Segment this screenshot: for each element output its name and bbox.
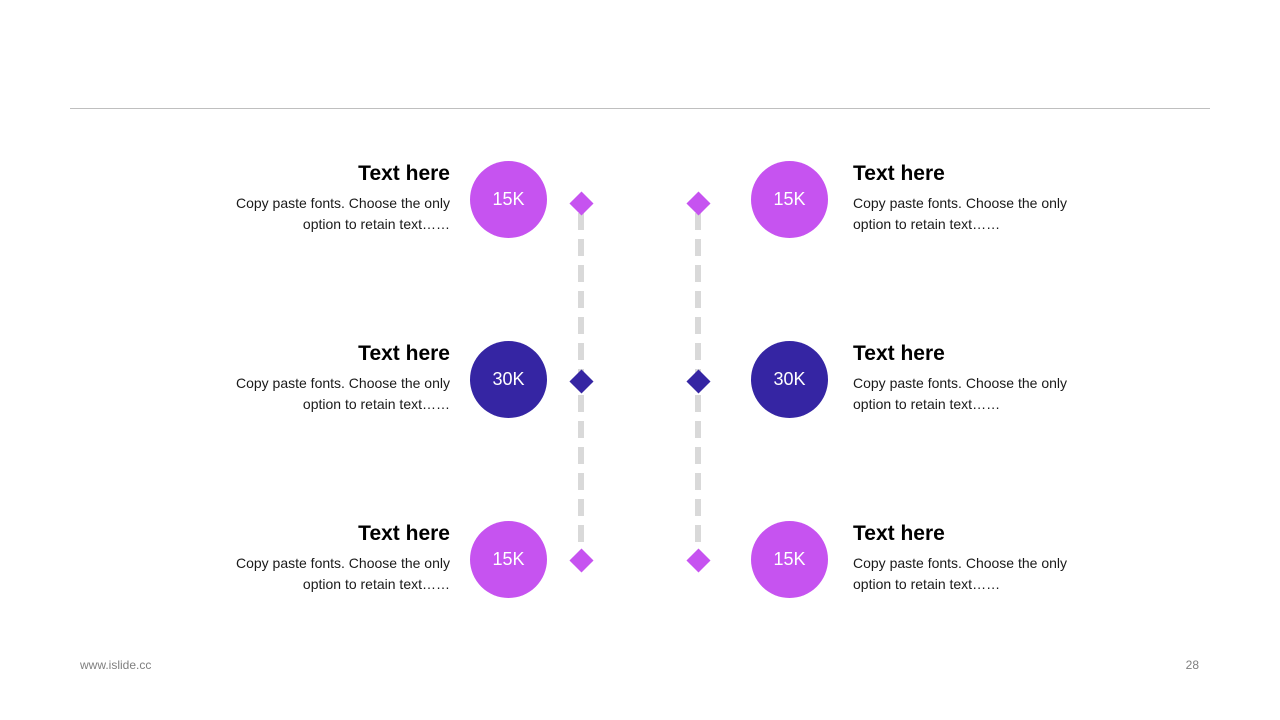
row-2-left-diamond-marker [569,369,594,394]
row-2-right-diamond-marker [686,369,711,394]
row-3-left-desc: Copy paste fonts. Choose the only option… [210,553,450,595]
row-3-right-value-circle: 15K [751,521,828,598]
row-1-left-text: Text here Copy paste fonts. Choose the o… [210,162,450,235]
row-2-left-desc: Copy paste fonts. Choose the only option… [210,373,450,415]
top-divider [70,108,1210,109]
row-1-right-title: Text here [853,162,945,185]
row-3-right-value: 15K [773,549,806,569]
row-3-right-desc-line2: option to retain text…… [853,576,1001,592]
row-2-right-title: Text here [853,342,945,365]
row-3-left-diamond-marker [569,548,594,573]
row-2-left-title: Text here [358,342,450,365]
row-3-left-desc-line1: Copy paste fonts. Choose the only [235,555,450,571]
row-2-left-desc-line2: option to retain text…… [302,396,450,412]
row-3-right-diamond-marker [686,548,711,573]
row-2-left-value: 30K [492,369,525,389]
row-2-right-desc: Copy paste fonts. Choose the only option… [853,373,1093,415]
row-1-right-value-circle: 15K [751,161,828,238]
row-1-left-diamond-marker [569,191,594,216]
row-1-left-desc: Copy paste fonts. Choose the only option… [210,193,450,235]
row-3-left-value: 15K [492,549,525,569]
row-3-right-desc-line1: Copy paste fonts. Choose the only [853,555,1068,571]
row-2-right-text: Text here Copy paste fonts. Choose the o… [853,342,1093,415]
row-3-left-value-circle: 15K [470,521,547,598]
row-1-right-desc-line1: Copy paste fonts. Choose the only [853,195,1068,211]
row-1-right-diamond-marker [686,191,711,216]
row-2-left-desc-line1: Copy paste fonts. Choose the only [235,375,450,391]
row-3-right-title: Text here [853,522,945,545]
row-3-right-text: Text here Copy paste fonts. Choose the o… [853,522,1093,595]
row-2-right-value: 30K [773,369,806,389]
row-1-left-value-circle: 15K [470,161,547,238]
row-1-right-desc: Copy paste fonts. Choose the only option… [853,193,1093,235]
row-3-left-title: Text here [358,522,450,545]
row-2-right-desc-line1: Copy paste fonts. Choose the only [853,375,1068,391]
row-2-right-desc-line2: option to retain text…… [853,396,1001,412]
row-1-left-desc-line2: option to retain text…… [302,216,450,232]
row-1-left-desc-line1: Copy paste fonts. Choose the only [235,195,450,211]
row-3-left-text: Text here Copy paste fonts. Choose the o… [210,522,450,595]
row-3-left-desc-line2: option to retain text…… [302,576,450,592]
page-number: 28 [1185,658,1199,672]
row-2-right-value-circle: 30K [751,341,828,418]
row-1-right-text: Text here Copy paste fonts. Choose the o… [853,162,1093,235]
row-1-left-value: 15K [492,189,525,209]
footer-website-url: www.islide.cc [80,658,152,672]
row-1-right-value: 15K [773,189,806,209]
row-2-left-text: Text here Copy paste fonts. Choose the o… [210,342,450,415]
row-1-left-title: Text here [358,162,450,185]
row-1-right-desc-line2: option to retain text…… [853,216,1001,232]
row-2-left-value-circle: 30K [470,341,547,418]
row-3-right-desc: Copy paste fonts. Choose the only option… [853,553,1093,595]
